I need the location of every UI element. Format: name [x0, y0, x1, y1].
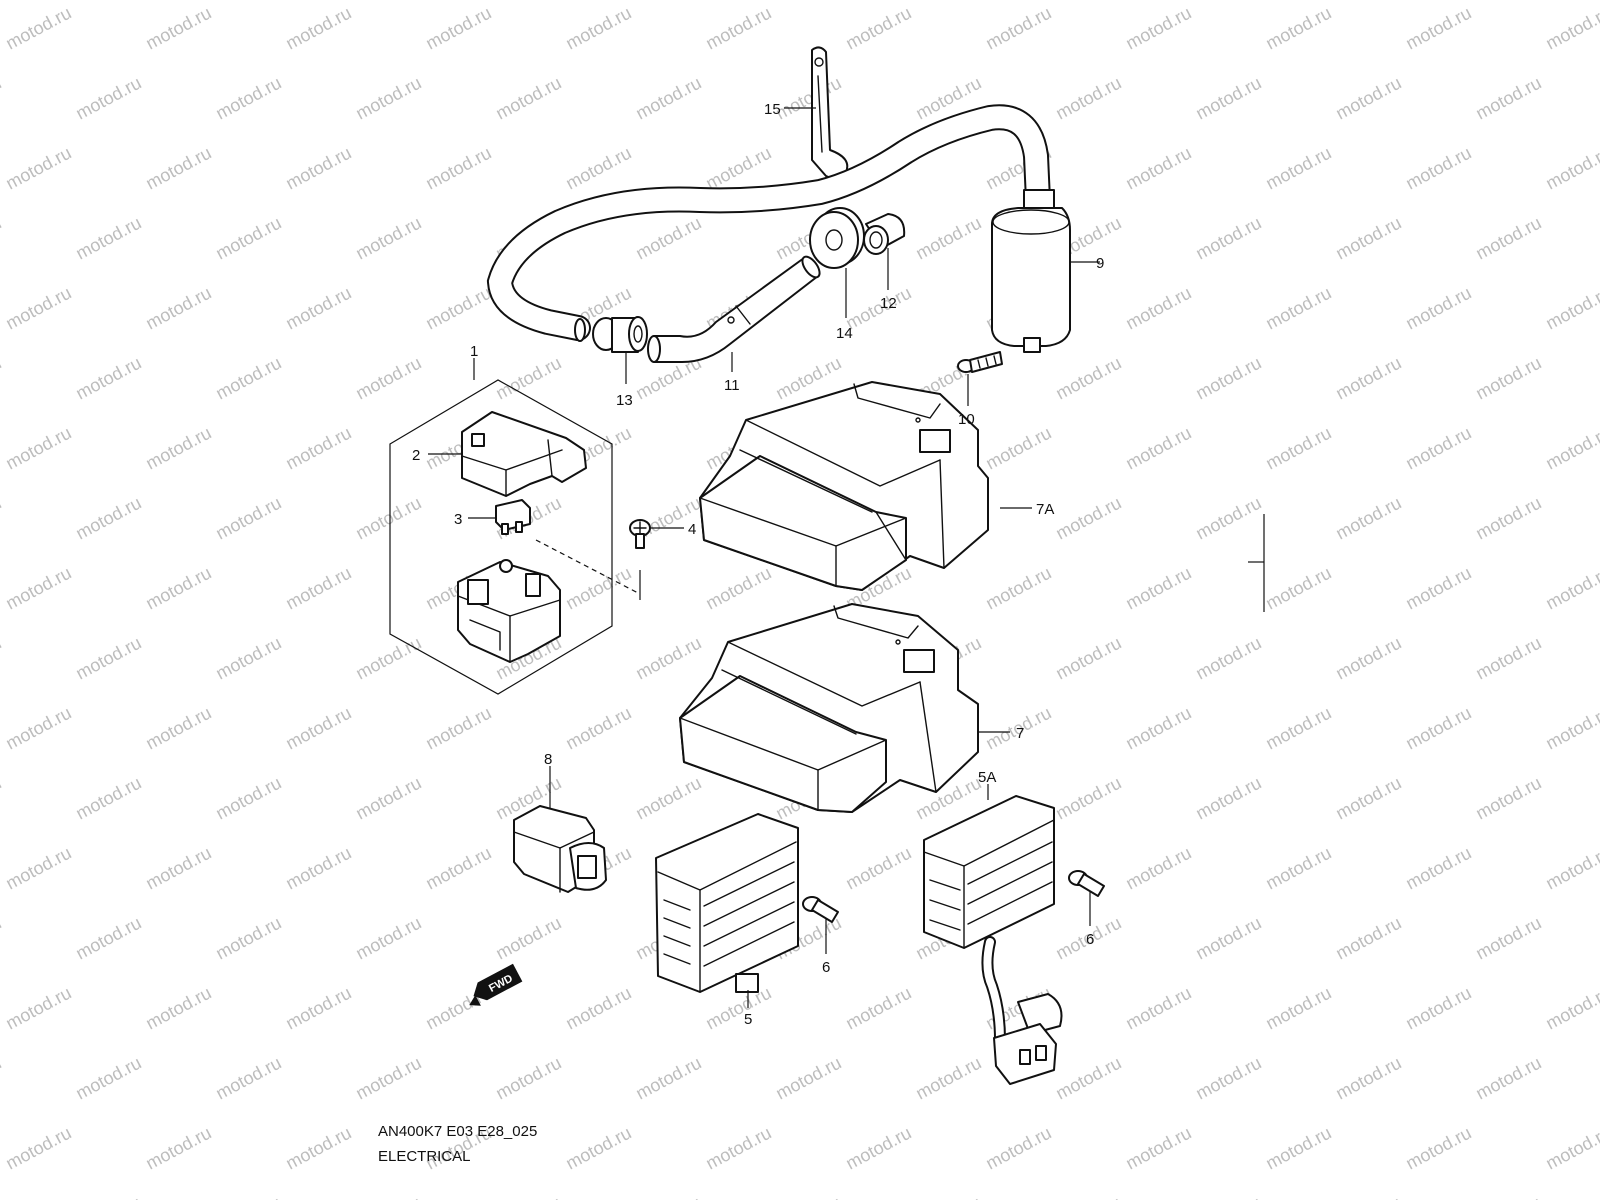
part-13-grommet — [592, 316, 648, 353]
callout-15: 15 — [764, 101, 781, 118]
part-15-clamp — [811, 46, 849, 180]
leader-lines — [428, 107, 1100, 1008]
callout-4: 4 — [688, 521, 696, 538]
callout-1: 1 — [470, 343, 478, 360]
page-margin-marker — [1248, 514, 1265, 612]
callout-11: 11 — [724, 377, 740, 394]
part-12-collar — [863, 213, 906, 255]
hose — [486, 104, 1051, 342]
part-6-bolt-right — [1068, 870, 1105, 897]
part-7-ecu — [679, 603, 979, 813]
callout-10: 10 — [958, 411, 975, 428]
callout-5a: 5A — [978, 769, 996, 786]
part-8-relay — [513, 805, 607, 893]
callout-14: 14 — [836, 325, 853, 342]
diagram-title: ELECTRICAL — [378, 1148, 471, 1165]
callout-2: 2 — [412, 447, 420, 464]
callout-5: 5 — [744, 1011, 752, 1028]
callout-6-right: 6 — [1086, 931, 1094, 948]
part-10-screw — [957, 351, 1003, 373]
callout-9: 9 — [1096, 255, 1104, 272]
callout-6-left: 6 — [822, 959, 830, 976]
part-4-bolt — [629, 519, 651, 549]
part-11-pipe — [647, 255, 821, 363]
fwd-direction-badge: FWD — [469, 963, 523, 1006]
part-5a-regulator — [923, 795, 1063, 1085]
part-2-cap — [461, 411, 587, 497]
part-5-regulator — [655, 813, 799, 993]
part-3-fuse — [495, 499, 531, 535]
starter-relay — [457, 559, 561, 663]
part-7a-ecu — [699, 381, 989, 591]
callout-7a: 7A — [1036, 501, 1054, 518]
part-1-assembly-frame — [389, 379, 613, 695]
part-14-washer — [809, 207, 865, 269]
callout-8: 8 — [544, 751, 552, 768]
part-9-sensor — [991, 189, 1071, 353]
callout-3: 3 — [454, 511, 462, 528]
callouts: 15 9 12 14 11 13 10 1 2 3 4 7A 7 8 5A 6 … — [412, 101, 1104, 1028]
diagram-code: AN400K7 E03 E28_025 — [378, 1123, 538, 1140]
callout-7: 7 — [1016, 725, 1024, 742]
callout-13: 13 — [616, 392, 633, 409]
callout-12: 12 — [880, 295, 897, 312]
part-6-bolt-left — [802, 896, 839, 923]
